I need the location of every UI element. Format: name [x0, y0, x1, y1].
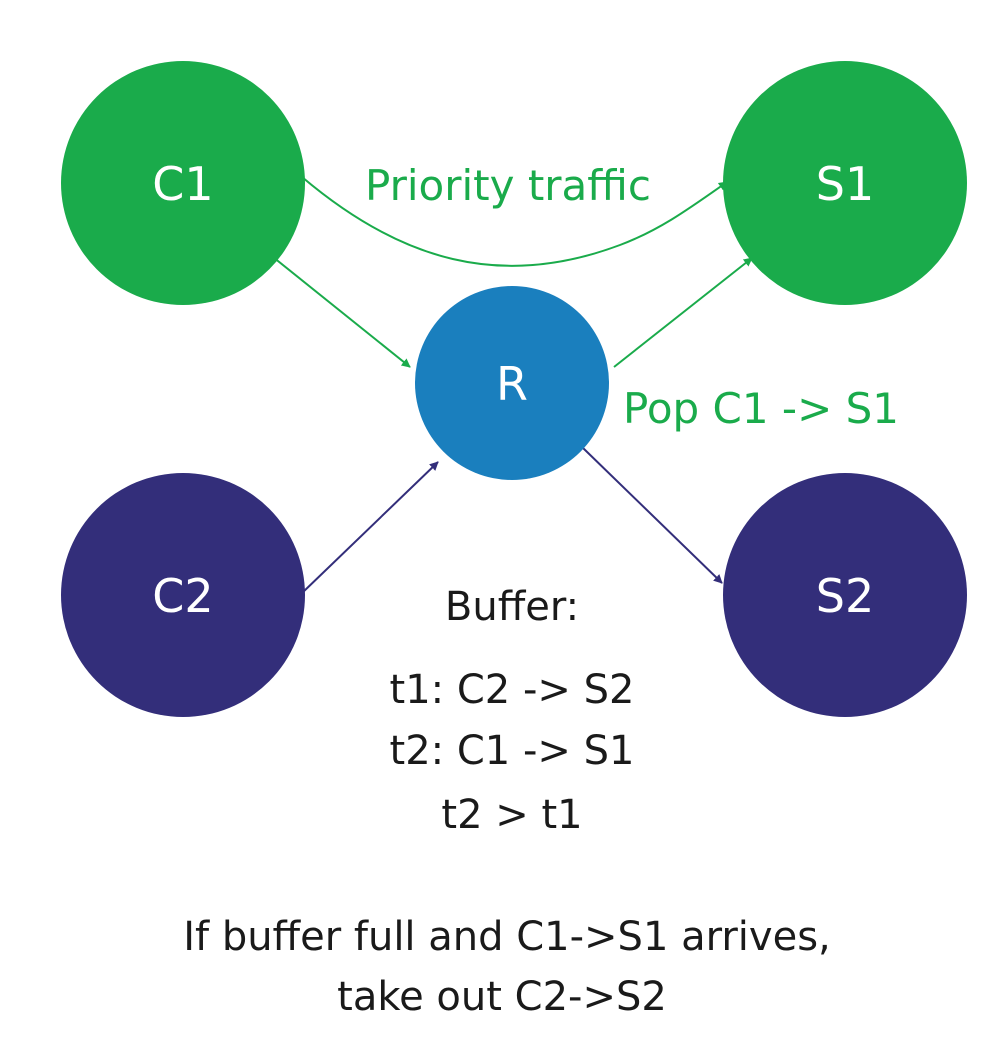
edge-c2-r — [300, 461, 439, 595]
edge-r-s1 — [613, 257, 753, 368]
node-s2-label: S2 — [816, 569, 874, 623]
buffer-line-1: t1: C2 -> S2 — [390, 667, 635, 713]
node-c1: C1 — [61, 61, 305, 305]
edge-r-s2 — [582, 447, 723, 584]
buffer-line-2: t2: C1 -> S1 — [390, 728, 635, 774]
node-c1-label: C1 — [152, 157, 213, 211]
node-c2-label: C2 — [152, 569, 213, 623]
node-r: R — [415, 286, 609, 480]
buffer-title: Buffer: — [445, 584, 579, 630]
edge-c1-r — [267, 252, 411, 368]
node-s2: S2 — [723, 473, 967, 717]
buffer-line-3: t2 > t1 — [441, 792, 582, 838]
pop-label: Pop C1 -> S1 — [623, 384, 899, 433]
node-r-label: R — [496, 357, 528, 411]
edge-c1-s1-priority — [301, 176, 728, 267]
note-line-1: If buffer full and C1->S1 arrives, — [183, 914, 831, 960]
node-s1: S1 — [723, 61, 967, 305]
node-s1-label: S1 — [816, 157, 874, 211]
priority-traffic-label: Priority traffic — [365, 161, 651, 210]
note-line-2: take out C2->S2 — [337, 974, 667, 1020]
node-c2: C2 — [61, 473, 305, 717]
